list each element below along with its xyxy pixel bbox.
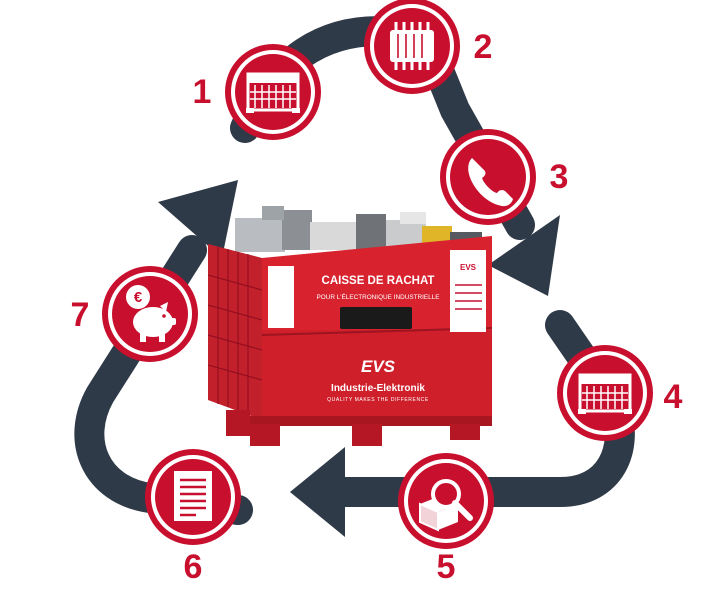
bin-brand: Industrie-Elektronik (331, 383, 425, 394)
bin-right-label (450, 250, 486, 332)
step-5-number: 5 (437, 548, 456, 586)
crate-icon (246, 72, 300, 113)
piggy-bank-euro-icon: € (126, 285, 176, 342)
step-2-number: 2 (474, 28, 493, 66)
bin-right-label-logo: EVS (460, 263, 477, 272)
arrowhead-bottom (290, 447, 345, 537)
arrowhead-top-left (158, 180, 238, 258)
document-icon (174, 471, 212, 521)
phone-icon (468, 158, 513, 207)
bin-base (226, 416, 492, 426)
step-4-number: 4 (664, 378, 683, 416)
arrow-left (74, 235, 253, 525)
bin-slot (340, 307, 412, 329)
step-6 (145, 449, 241, 545)
bin-tagline: QUALITY MAKES THE DIFFERENCE (327, 397, 429, 403)
step-4 (557, 345, 653, 441)
bin-title: CAISSE DE RACHAT (322, 275, 435, 287)
step-1 (225, 44, 321, 140)
chip-icon (390, 22, 434, 70)
step-7: € (102, 266, 198, 362)
step-2 (364, 0, 460, 94)
inspect-box-icon (419, 479, 473, 532)
step-7-number: 7 (71, 296, 90, 334)
bin-logo-mark: EVS (361, 357, 396, 376)
step-3-number: 3 (550, 158, 569, 196)
buyback-bin: EVS CAISSE DE RACHAT POUR L'ÉLECTRONIQUE… (207, 206, 493, 446)
crate-icon (578, 373, 632, 414)
bin-subtitle: POUR L'ÉLECTRONIQUE INDUSTRIELLE (316, 292, 439, 301)
step-3 (440, 129, 536, 225)
bin-side-mesh (208, 244, 262, 420)
arrowhead-right (488, 215, 560, 296)
svg-text:€: € (134, 289, 143, 306)
step-5 (398, 453, 494, 549)
bin-left-label (268, 266, 294, 328)
step-6-number: 6 (184, 548, 203, 586)
step-1-number: 1 (193, 73, 212, 111)
